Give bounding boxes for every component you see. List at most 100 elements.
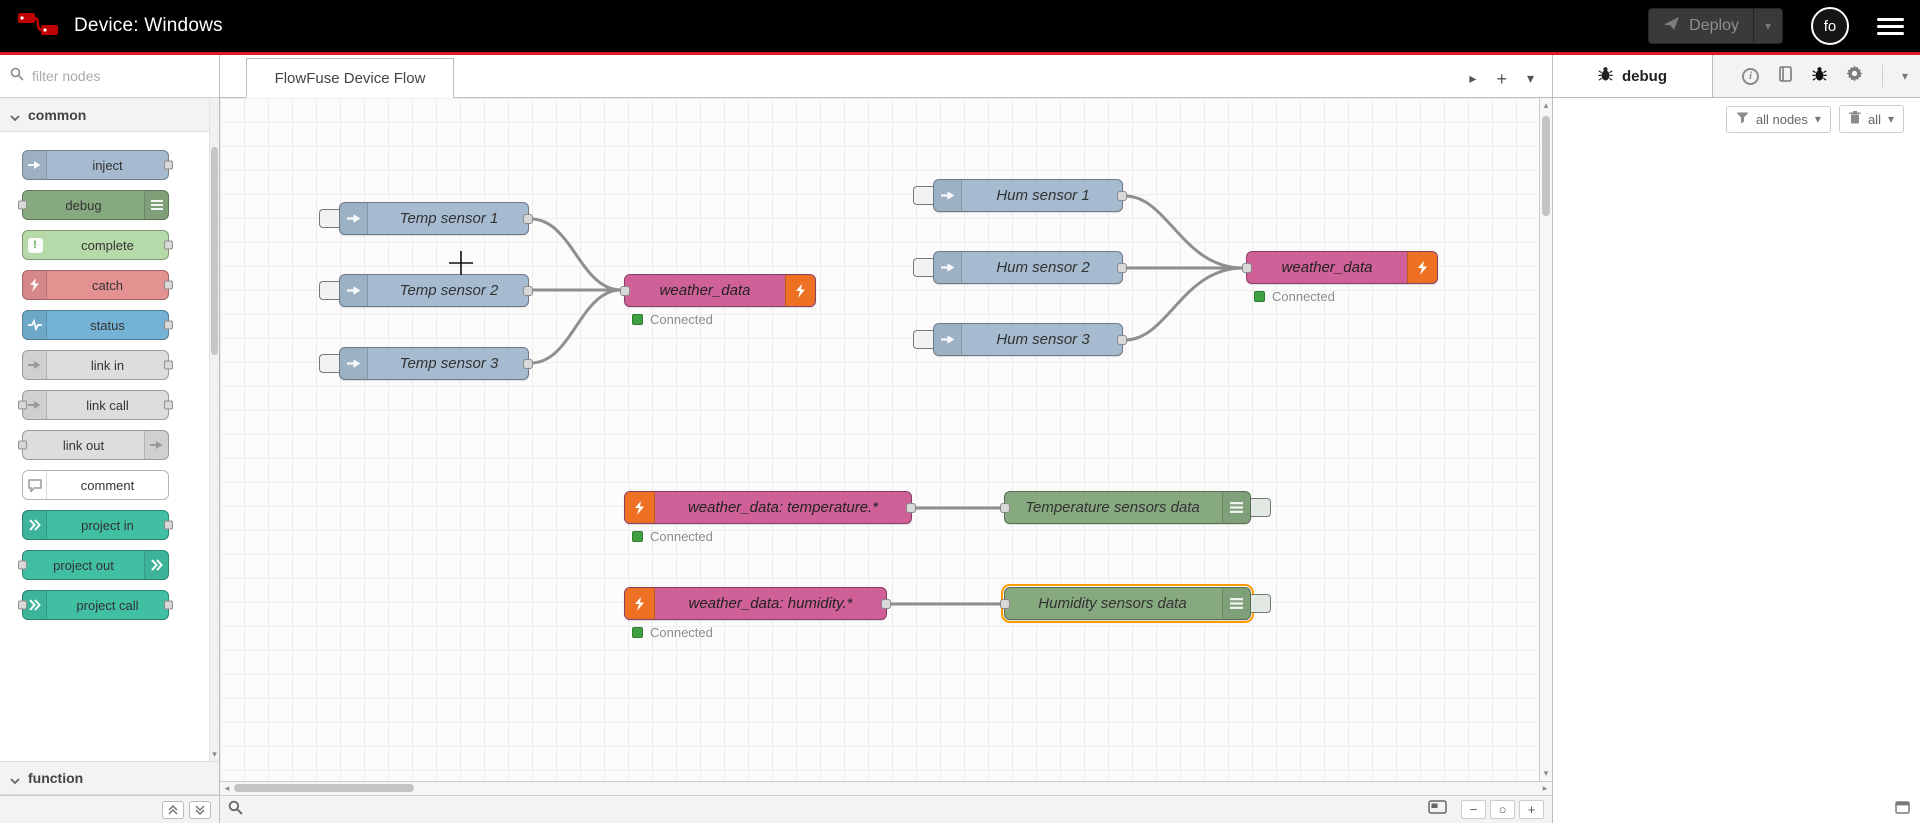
palette-node-debug[interactable]: debug — [18, 190, 169, 220]
palette-footer — [0, 795, 219, 823]
palette-node-status[interactable]: status — [22, 310, 173, 340]
zoom-in-button[interactable]: + — [1519, 800, 1544, 819]
chevron-down-icon — [10, 773, 20, 785]
input-port[interactable] — [620, 285, 630, 296]
wire[interactable] — [1123, 266, 1245, 342]
flow-canvas[interactable]: Temp sensor 1 Temp sensor 2 Temp sensor … — [220, 98, 1539, 781]
palette-node-project-call[interactable]: project call — [18, 590, 173, 620]
flow-node-temperature-sensors-data[interactable]: Temperature sensors data — [1000, 491, 1271, 524]
palette-node-project-out[interactable]: project out — [18, 550, 169, 580]
canvas-search-icon[interactable] — [228, 800, 243, 820]
scroll-right-icon[interactable]: ▸ — [1542, 783, 1548, 793]
flow-node-weather-data-temperature[interactable]: weather_data: temperature.* — [624, 491, 916, 524]
input-port[interactable] — [1242, 262, 1252, 273]
settings-gear-icon[interactable] — [1846, 65, 1863, 87]
output-port[interactable] — [1117, 190, 1127, 201]
node-label: weather_data — [659, 282, 751, 299]
output-port[interactable] — [1117, 262, 1127, 273]
inject-trigger-button[interactable] — [319, 354, 339, 373]
deploy-main[interactable]: Deploy — [1649, 9, 1753, 43]
wire[interactable] — [1123, 194, 1245, 270]
output-port[interactable] — [906, 502, 916, 513]
device-title: Device: Windows — [74, 15, 223, 36]
info-icon[interactable]: i — [1741, 67, 1759, 85]
sidebar-tool-icons: i ▾ — [1741, 55, 1920, 97]
inject-trigger-button[interactable] — [913, 258, 933, 277]
output-port[interactable] — [523, 213, 533, 224]
library-icon[interactable] — [1778, 65, 1793, 87]
flow-node-weather-data-in-2[interactable]: weather_data — [1242, 251, 1438, 284]
clear-all-button[interactable]: all ▾ — [1838, 105, 1904, 133]
deploy-button[interactable]: Deploy ▾ — [1648, 8, 1783, 44]
flow-node-temp-sensor-3[interactable]: Temp sensor 3 — [319, 347, 533, 380]
user-avatar[interactable]: fo — [1811, 7, 1849, 45]
palette-node-label: catch — [91, 277, 124, 293]
flow-node-humidity-sensors-data[interactable]: Humidity sensors data — [1000, 584, 1271, 623]
flow-node-hum-sensor-2[interactable]: Hum sensor 2 — [913, 251, 1127, 284]
flow-node-hum-sensor-1[interactable]: Hum sensor 1 — [913, 179, 1127, 212]
palette-scrollbar-thumb[interactable] — [211, 147, 218, 355]
output-port[interactable] — [523, 285, 533, 296]
palette-node-label: link out — [62, 437, 105, 453]
palette-node-complete[interactable]: ! complete — [22, 230, 173, 260]
main-menu-icon[interactable] — [1877, 17, 1904, 35]
output-port[interactable] — [881, 598, 891, 609]
flow-node-temp-sensor-1[interactable]: Temp sensor 1 — [319, 202, 533, 235]
horizontal-scrollbar-thumb[interactable] — [234, 784, 414, 792]
bug-icon-active[interactable] — [1812, 66, 1827, 87]
scroll-left-icon[interactable]: ◂ — [224, 783, 230, 793]
zoom-out-button[interactable]: − — [1461, 800, 1486, 819]
sidebar-header: debug i ▾ — [1553, 55, 1920, 98]
palette-category-function[interactable]: function — [0, 761, 219, 795]
flow-tab[interactable]: FlowFuse Device Flow — [246, 58, 454, 98]
scroll-down-icon[interactable]: ▾ — [212, 749, 217, 759]
wire[interactable] — [529, 288, 623, 365]
inject-trigger-button[interactable] — [319, 209, 339, 228]
flow-node-weather-data-in[interactable]: weather_data — [620, 274, 816, 307]
palette-node-catch[interactable]: catch — [22, 270, 173, 300]
palette-node-comment[interactable]: comment — [22, 470, 169, 500]
debug-toggle-button[interactable] — [1251, 594, 1271, 613]
flow-node-hum-sensor-3[interactable]: Hum sensor 3 — [913, 323, 1127, 356]
flow-node-weather-data-humidity[interactable]: weather_data: humidity.* — [624, 587, 891, 620]
minimap-icon[interactable] — [1428, 800, 1447, 819]
input-port[interactable] — [1000, 598, 1010, 609]
scroll-up-icon[interactable]: ▴ — [1543, 100, 1549, 110]
palette-node-link-out[interactable]: link out — [18, 430, 169, 460]
flow-node-temp-sensor-2[interactable]: Temp sensor 2 — [319, 274, 533, 307]
inject-trigger-button[interactable] — [913, 186, 933, 205]
zoom-reset-button[interactable]: ○ — [1490, 800, 1515, 819]
vertical-scrollbar-thumb[interactable] — [1542, 116, 1550, 216]
status-text: Connected — [650, 529, 713, 544]
flow-list-icon[interactable]: ▾ — [1526, 70, 1534, 86]
filter-all-nodes-button[interactable]: all nodes ▾ — [1725, 105, 1831, 133]
palette-search[interactable] — [0, 55, 219, 98]
add-flow-icon[interactable]: + — [1496, 68, 1507, 89]
deploy-options-caret[interactable]: ▾ — [1752, 9, 1782, 43]
palette-category-common[interactable]: common — [0, 98, 219, 132]
input-port[interactable] — [1000, 502, 1010, 513]
wire[interactable] — [529, 217, 623, 292]
inject-trigger-button[interactable] — [319, 281, 339, 300]
filter-nodes-input[interactable] — [32, 68, 213, 84]
collapse-all-categories-button[interactable] — [162, 800, 184, 819]
chevron-down-icon — [10, 110, 20, 121]
output-port[interactable] — [523, 358, 533, 369]
open-debug-window-icon[interactable] — [1895, 801, 1910, 819]
palette-node-inject[interactable]: inject — [22, 150, 173, 180]
scroll-down-icon[interactable]: ▾ — [1543, 768, 1549, 778]
palette-node-project-in[interactable]: project in — [22, 510, 173, 540]
flowfuse-icon — [625, 588, 655, 619]
expand-all-categories-button[interactable] — [189, 800, 211, 819]
project-link-icon — [144, 551, 168, 579]
sidebar-tab-label: debug — [1622, 67, 1667, 85]
inject-trigger-button[interactable] — [913, 330, 933, 349]
debug-toggle-button[interactable] — [1251, 498, 1271, 517]
sidebar-tab-debug[interactable]: debug — [1553, 55, 1713, 97]
palette-node-link-call[interactable]: link call — [18, 390, 173, 420]
output-port[interactable] — [1117, 334, 1127, 345]
expand-tabs-icon[interactable]: ▸ — [1469, 70, 1477, 86]
sidebar-collapse-icon[interactable]: ▾ — [1901, 69, 1908, 83]
flowfuse-icon — [625, 492, 655, 523]
palette-node-link-in[interactable]: link in — [22, 350, 173, 380]
